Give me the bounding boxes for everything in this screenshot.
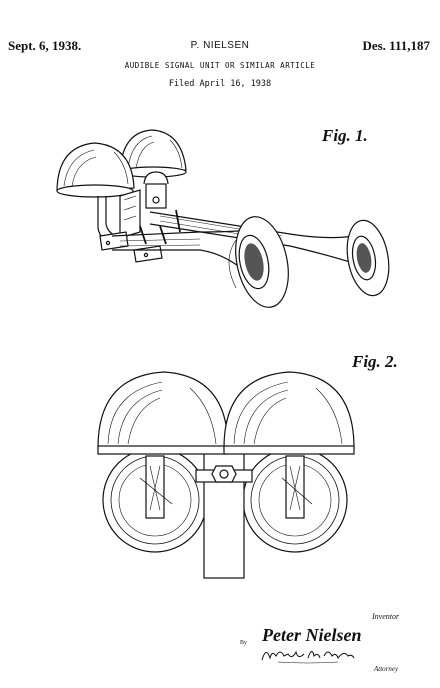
fig1-label: Fig. 1. <box>322 126 368 145</box>
attorney-label: Attorney <box>374 665 399 673</box>
attorney-signature <box>261 650 355 664</box>
by-label: By <box>240 640 248 646</box>
fig1-horn-assembly <box>56 129 390 308</box>
inventor-header: P. NIELSEN <box>190 40 250 51</box>
patent-date: Sept. 6, 1938. <box>8 38 82 53</box>
filed-date: Filed April 16, 1938 <box>168 79 272 89</box>
inventor-label: Inventor <box>372 612 400 621</box>
fig2-label: Fig. 2. <box>352 352 398 371</box>
inventor-signature: Peter Nielsen <box>262 625 362 645</box>
fig2-front-view <box>97 371 355 579</box>
design-number: Des. 111,187 <box>362 38 430 53</box>
patent-title: AUDIBLE SIGNAL UNIT OR SIMILAR ARTICLE <box>124 61 316 70</box>
